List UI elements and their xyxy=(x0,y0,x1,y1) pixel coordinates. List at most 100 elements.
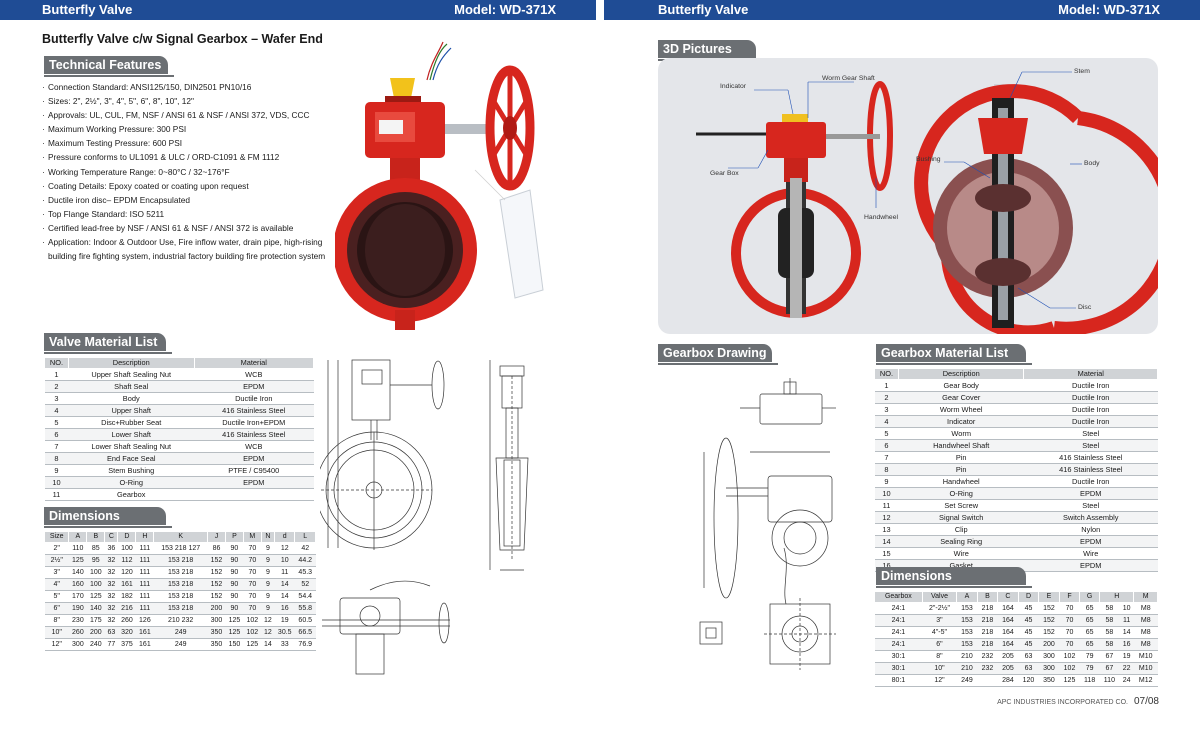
table-cell: Ductile Iron xyxy=(1023,391,1158,404)
table-cell: 4" xyxy=(44,578,69,591)
table-header-cell: H xyxy=(1099,591,1135,603)
feature-item: Working Temperature Range: 0~80°C / 32~1… xyxy=(42,165,347,179)
table-cell: 416 Stainless Steel xyxy=(1023,451,1158,464)
table-cell: 67 xyxy=(1099,650,1120,663)
table-cell: 205 xyxy=(997,650,1019,663)
table-cell: 102 xyxy=(243,626,262,639)
callout-handwheel: Handwheel xyxy=(864,214,899,221)
table-cell: 2½" xyxy=(44,554,69,567)
table-cell: 58 xyxy=(1099,602,1120,615)
table-cell: 111 xyxy=(135,578,154,591)
table-header-cell: F xyxy=(1058,591,1081,603)
table-cell: Handwheel Shaft xyxy=(898,439,1024,452)
table-cell: 9 xyxy=(261,542,275,555)
table-cell: 350 xyxy=(207,638,226,651)
table-cell: 70 xyxy=(243,542,262,555)
table-header-cell: L xyxy=(294,531,316,543)
table-cell: 416 Stainless Steel xyxy=(194,404,314,417)
table-cell: 45 xyxy=(1018,638,1039,651)
table-cell: 152 xyxy=(207,578,226,591)
table-cell: 70 xyxy=(243,566,262,579)
table-cell: 70 xyxy=(1059,638,1080,651)
table-cell: 218 xyxy=(977,614,998,627)
table-cell: O-Ring xyxy=(68,476,195,489)
table-cell: Disc+Rubber Seat xyxy=(68,416,195,429)
table-cell: 112 xyxy=(117,554,136,567)
table-cell: 30:1 xyxy=(874,662,923,675)
table-cell: 249 xyxy=(153,626,208,639)
table-cell: 232 xyxy=(977,650,998,663)
feature-item: Sizes: 2", 2½", 3", 4", 5", 6", 8", 10",… xyxy=(42,94,347,108)
table-cell: 30:1 xyxy=(874,650,923,663)
table-cell: 110 xyxy=(1099,674,1120,687)
table-cell: 125 xyxy=(225,614,244,627)
footer-page-numbers: 07/08 xyxy=(1133,696,1159,707)
table-header-cell: H xyxy=(135,531,155,543)
table-cell: Pin xyxy=(898,463,1024,476)
table-cell: 95 xyxy=(86,554,105,567)
table-header-cell: Size xyxy=(43,531,70,543)
table-cell: 6 xyxy=(874,439,899,452)
table-cell: 375 xyxy=(117,638,136,651)
table-cell: 15 xyxy=(874,547,899,560)
table-cell: Worm xyxy=(898,427,1024,440)
table-cell: 10 xyxy=(274,554,295,567)
table-cell: 150 xyxy=(225,638,244,651)
table-cell: 232 xyxy=(977,662,998,675)
table-cell: Clip xyxy=(898,523,1024,536)
table-cell: Indicator xyxy=(898,415,1024,428)
table-cell: 90 xyxy=(225,554,244,567)
table-cell: 9 xyxy=(261,566,275,579)
callout-worm-gear-shaft: Worm Gear Shaft xyxy=(822,75,875,82)
footer: APC INDUSTRIES INCORPORATED CO. 07/08 xyxy=(997,696,1159,707)
table-header-cell: A xyxy=(68,531,88,543)
table-cell: Ductile Iron xyxy=(1023,379,1158,392)
table-cell: 30.5 xyxy=(274,626,295,639)
table-cell: Lower Shaft xyxy=(68,428,195,441)
table-cell: 218 xyxy=(977,602,998,615)
callout-indicator: Indicator xyxy=(720,83,747,90)
callout-gear-box: Gear Box xyxy=(710,170,739,177)
callout-bushing: Bushing xyxy=(916,156,941,163)
section-gearbox-drawing: Gearbox Drawing xyxy=(658,344,778,365)
table-cell: 249 xyxy=(153,638,208,651)
table-cell: 32 xyxy=(104,602,118,615)
footer-company: APC INDUSTRIES INCORPORATED CO. xyxy=(997,699,1129,706)
table-cell: 52 xyxy=(294,578,316,591)
table-cell: EPDM xyxy=(194,452,314,465)
table-cell: 218 xyxy=(977,638,998,651)
table-cell: 125 xyxy=(1059,674,1080,687)
table-cell: O-Ring xyxy=(898,487,1024,500)
table-cell: 111 xyxy=(135,542,154,555)
table-cell: EPDM xyxy=(1023,559,1158,572)
table-cell: Pin xyxy=(898,451,1024,464)
feature-item: Ductile iron disc– EPDM Encapsulated xyxy=(42,193,347,207)
feature-item: Coating Details: Epoxy coated or coating… xyxy=(42,179,347,193)
table-cell: 140 xyxy=(68,566,87,579)
table-cell: Switch Assembly xyxy=(1023,511,1158,524)
table-cell: 284 xyxy=(997,674,1019,687)
table-cell: 16 xyxy=(1119,638,1134,651)
table-cell: 120 xyxy=(117,566,136,579)
table-cell: 100 xyxy=(86,578,105,591)
table-cell: 13 xyxy=(874,523,899,536)
table-cell: 63 xyxy=(104,626,118,639)
table-cell: 19 xyxy=(274,614,295,627)
table-cell: Steel xyxy=(1023,439,1158,452)
table-cell: 320 xyxy=(117,626,136,639)
table-header-cell: C xyxy=(104,531,119,543)
table-cell: 80:1 xyxy=(874,674,923,687)
feature-item: Approvals: UL, CUL, FM, NSF / ANSI 61 & … xyxy=(42,108,347,122)
table-cell: 175 xyxy=(86,614,105,627)
table-cell: 2" xyxy=(44,542,69,555)
feature-item: Connection Standard: ANSI125/150, DIN250… xyxy=(42,80,347,94)
table-cell: Body xyxy=(68,392,195,405)
table-cell: 9 xyxy=(261,578,275,591)
